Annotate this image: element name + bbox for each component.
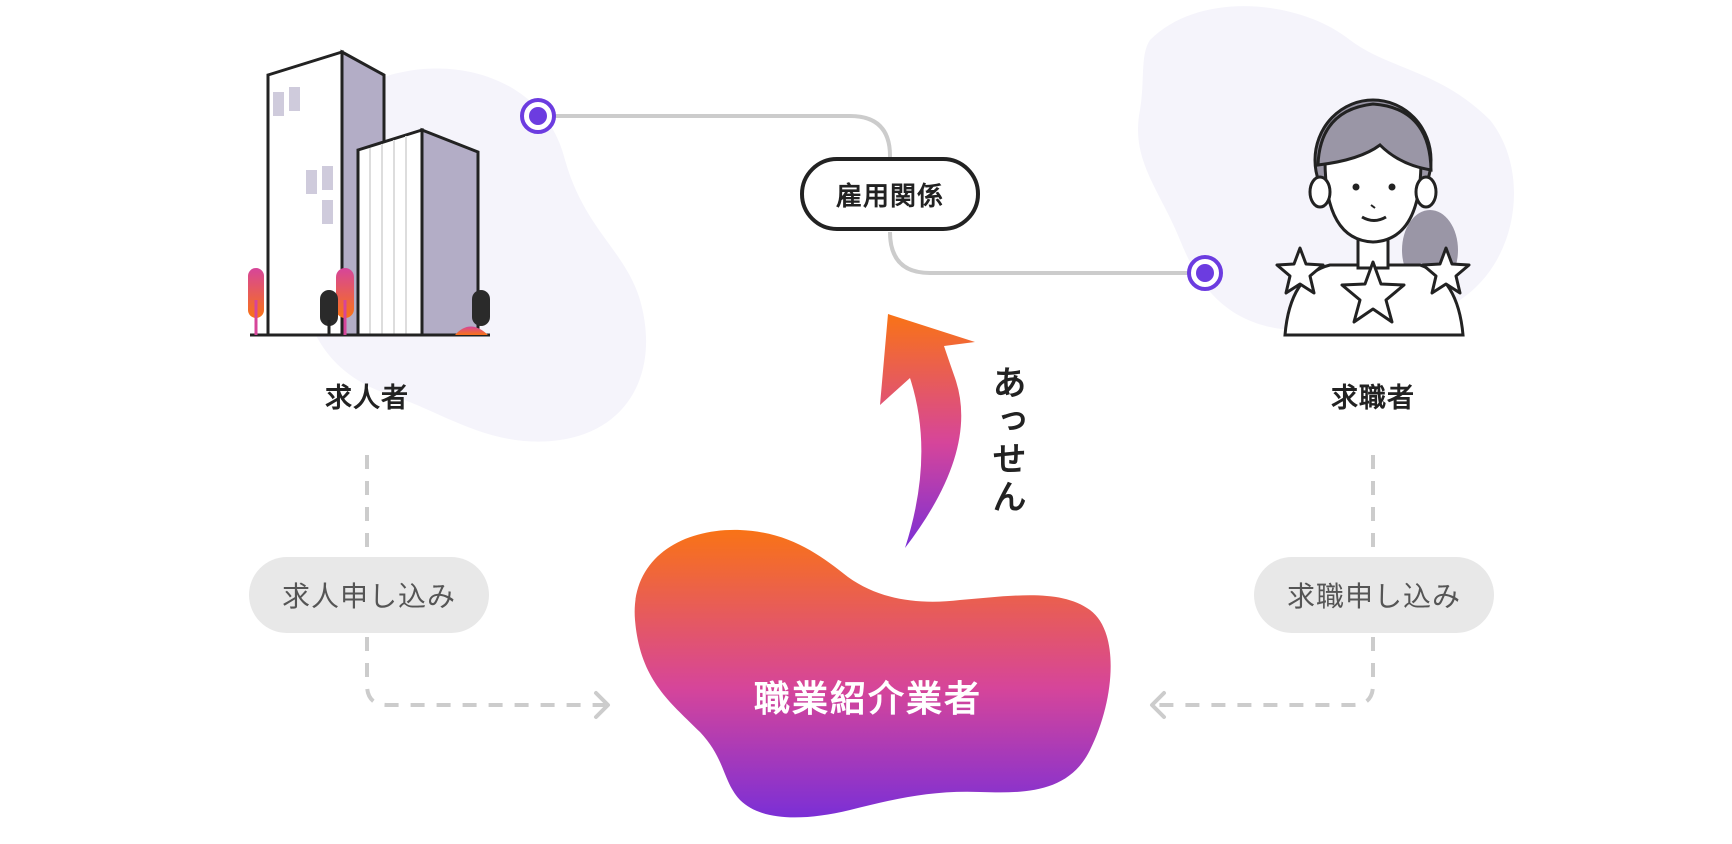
building-icon (248, 49, 490, 337)
employer-label: 求人者 (325, 383, 409, 414)
relationship-connector-right (888, 231, 1205, 275)
curved-arrow-icon (880, 314, 975, 548)
jobseeker-connector-marker (1187, 255, 1223, 291)
jobseeker-application-badge: 求職申し込み (1254, 557, 1494, 633)
mediation-label: あっせん (986, 365, 1026, 517)
broker-label: 職業紹介業者 (753, 679, 982, 720)
broker-blob (634, 529, 1111, 818)
jobseeker-application-flow (1155, 455, 1375, 707)
star-icon (1275, 246, 1471, 324)
employer-application-badge: 求人申し込み (249, 557, 489, 633)
employer-application-flow (365, 455, 605, 707)
employment-relationship-badge: 雇用関係 (800, 157, 980, 231)
employer-connector-marker (520, 98, 556, 134)
chevron-left-icon (1150, 691, 1166, 719)
chevron-right-icon (594, 691, 610, 719)
jobseeker-label: 求職者 (1331, 383, 1415, 414)
relationship-connector-left (538, 114, 892, 158)
